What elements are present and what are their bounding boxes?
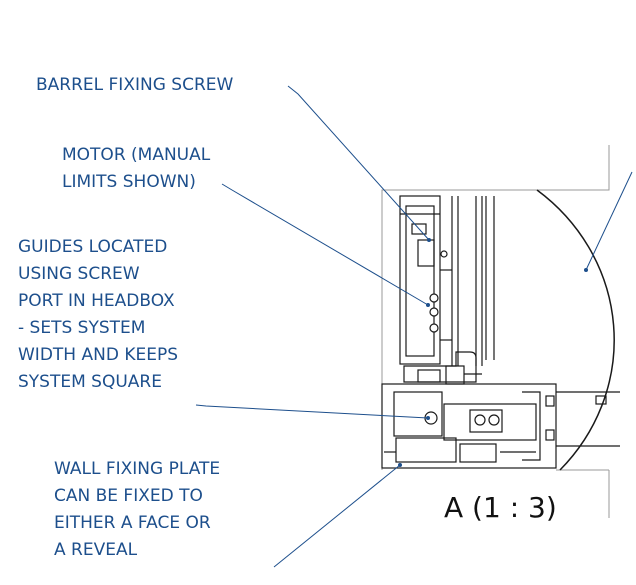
wall-plate-line: WALL FIXING PLATE [54, 459, 221, 479]
bottom-rail [381, 383, 620, 469]
leader-lines [195, 85, 633, 568]
motor-label: MOTOR (MANUAL LIMITS SHOWN) [62, 142, 210, 196]
guides-line: PORT IN HEADBOX [18, 291, 175, 311]
motor-leader [221, 183, 429, 306]
detail-view-label: A (1 : 3) [444, 491, 557, 524]
wall-plate-line: A REVEAL [54, 540, 138, 560]
guides-line: WIDTH AND KEEPS [18, 345, 178, 365]
end-cap [545, 395, 607, 441]
motor-bolts [429, 250, 448, 333]
guides-line: - SETS SYSTEM [18, 318, 146, 338]
detail-boundary [381, 145, 610, 518]
guides-line: USING SCREW [18, 264, 140, 284]
barrel-fixing-screw-label: BARREL FIXING SCREW [36, 72, 233, 99]
barrel-screw-leader [287, 85, 430, 241]
motor-line: LIMITS SHOWN) [62, 172, 196, 192]
wall-plate-line: CAN BE FIXED TO [54, 486, 203, 506]
headbox-bracket [403, 351, 482, 385]
rail-screws [424, 411, 500, 426]
guides-line: SYSTEM SQUARE [18, 372, 162, 392]
barrel-leader [585, 171, 633, 271]
guides-label: GUIDES LOCATED USING SCREW PORT IN HEADB… [18, 234, 178, 396]
guides-leader [195, 404, 429, 419]
wall-fixing-plate-label: WALL FIXING PLATE CAN BE FIXED TO EITHER… [54, 456, 220, 564]
barrel-fixing-screw-line: BARREL FIXING SCREW [36, 75, 234, 95]
motor-line: MOTOR (MANUAL [62, 145, 211, 165]
motor-assembly [399, 195, 495, 366]
leader-dots [398, 238, 588, 467]
barrel-arc [536, 189, 615, 471]
wall-plate-line: EITHER A FACE OR [54, 513, 211, 533]
guides-line: GUIDES LOCATED [18, 237, 168, 257]
wall-plate-leader [273, 464, 401, 568]
